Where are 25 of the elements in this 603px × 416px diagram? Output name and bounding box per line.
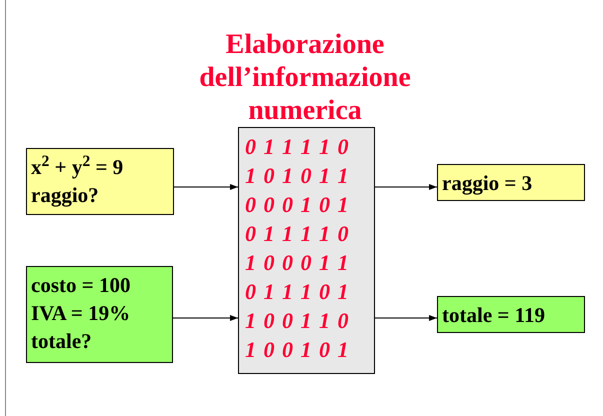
memory-box <box>238 127 375 374</box>
arrow <box>172 315 238 321</box>
arrow <box>174 184 238 190</box>
binary-row-text: 0 1 1 1 1 0 <box>245 220 350 248</box>
box-text: x$^{2}$ + y$^{2}$ = 9 <box>31 153 124 181</box>
input-box <box>26 148 174 215</box>
binary-row-text: 0 1 1 1 1 0 <box>245 133 350 161</box>
arrow <box>374 315 438 321</box>
binary-row-text: 0 0 0 1 0 1 <box>245 191 350 219</box>
arrow <box>374 184 438 190</box>
title: Elaborazione dell’informazione numerica <box>198 28 412 127</box>
box-text: totale? <box>31 328 93 355</box>
binary-row-text: 1 0 0 0 1 1 <box>245 249 350 277</box>
box-text: totale = 119 <box>442 302 546 329</box>
binary-row-text: 1 0 0 1 0 1 <box>245 336 350 364</box>
binary-row-text: 0 1 1 1 0 1 <box>245 278 350 306</box>
binary-row-text: 1 0 0 1 1 0 <box>245 307 350 335</box>
input-box <box>26 266 173 363</box>
output-box <box>437 296 585 333</box>
box-text: raggio? <box>31 182 100 209</box>
box-text: costo = 100 <box>31 272 132 299</box>
box-text: raggio = 3 <box>442 170 534 197</box>
output-box <box>437 164 585 201</box>
binary-row-text: 1 0 1 0 1 1 <box>245 162 350 190</box>
box-text: IVA = 19% <box>31 300 132 327</box>
